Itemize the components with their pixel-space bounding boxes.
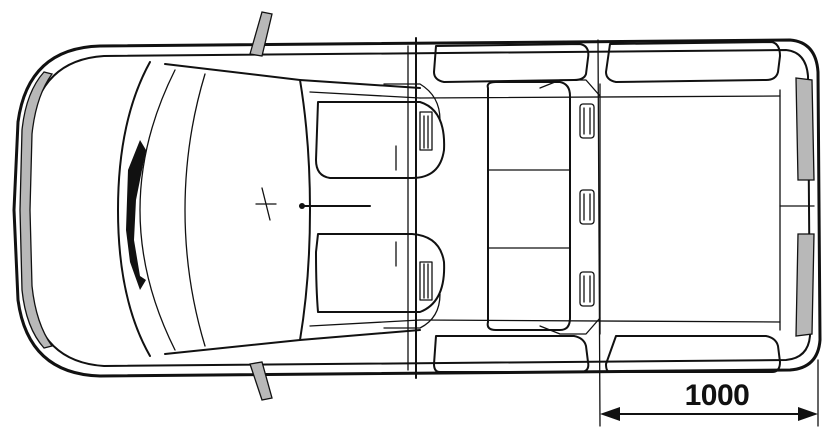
floor-rails bbox=[419, 83, 781, 335]
a-pillars bbox=[299, 79, 421, 341]
side-window-front-right bbox=[433, 335, 590, 373]
dimension-label: 1000 bbox=[684, 379, 750, 412]
hood bbox=[117, 61, 311, 357]
dimension-arrow bbox=[600, 407, 818, 421]
rear-door-split bbox=[779, 89, 815, 331]
b-pillar bbox=[407, 37, 417, 379]
dimension-extension-lines bbox=[597, 39, 819, 427]
side-window-front-left bbox=[433, 43, 590, 83]
front-bumper bbox=[19, 71, 54, 349]
rear-seat-belts bbox=[579, 103, 595, 307]
rear-light-right bbox=[795, 233, 815, 337]
mirror-right bbox=[249, 361, 273, 401]
mirror-left bbox=[249, 11, 273, 57]
side-window-rear-right bbox=[605, 335, 781, 373]
side-window-rear-left bbox=[605, 41, 781, 83]
front-seat-right bbox=[315, 233, 446, 329]
windshield-shading bbox=[126, 140, 146, 290]
gear-lever bbox=[255, 187, 371, 221]
rear-light-left bbox=[795, 77, 815, 181]
rear-seat-bench bbox=[486, 79, 601, 335]
front-seat-left bbox=[315, 83, 446, 179]
